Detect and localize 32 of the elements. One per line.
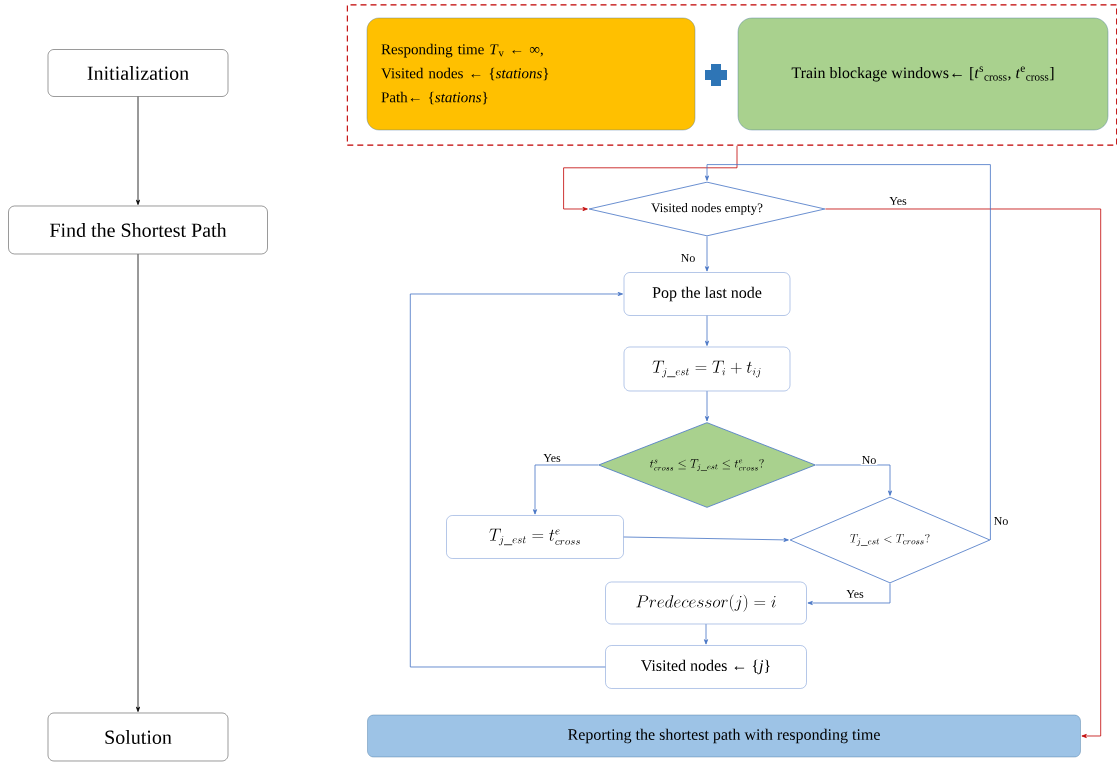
- arrow: [825, 208, 1102, 738]
- arrow: [815, 464, 892, 496]
- arrow: [533, 464, 599, 515]
- arrow: [704, 623, 708, 645]
- result-bar: Reporting the shortest path with responding time: [367, 714, 1081, 758]
- arrow: [136, 253, 140, 712]
- arrow: [136, 96, 140, 205]
- blockage-box: Train blockage windows← [t$^{s}$$_{cross}$, t$^{e}$$_{cross}$]: [737, 17, 1109, 131]
- arrow: [705, 315, 709, 346]
- process-box: $T_{j\_est} = t^{e}_{cross}$: [446, 515, 624, 559]
- arrow: [705, 236, 709, 272]
- edge-label: Yes: [888, 196, 908, 206]
- arrow: [409, 292, 623, 668]
- edge-label: No: [860, 455, 878, 465]
- arrow: [807, 583, 891, 605]
- edge-label: No: [679, 253, 697, 263]
- edge-label: Yes: [542, 453, 562, 463]
- process-box: Visited nodes ← {j}: [605, 645, 807, 689]
- edge-label: No: [992, 516, 1010, 526]
- process-box: $T_{j\_est} = T_i + t_{ij}$: [623, 346, 791, 392]
- arrow: [563, 145, 738, 211]
- edge-label: Yes: [845, 589, 865, 599]
- arrow: [705, 164, 991, 541]
- process-box: Initialization: [47, 49, 229, 97]
- process-box: Pop the last node: [623, 272, 791, 316]
- dashed-frame: [346, 4, 1117, 146]
- process-box: Find the Shortest Path: [8, 205, 268, 255]
- arrow: [705, 390, 709, 422]
- arrow: [623, 536, 789, 542]
- init-box: Responding time T$_{v}$ ← ∞, Visited nodes ← {stations} Path← {stations}: [366, 17, 696, 131]
- process-box: Solution: [47, 712, 229, 762]
- process-box: $Predecessor(j) = i$: [605, 581, 807, 625]
